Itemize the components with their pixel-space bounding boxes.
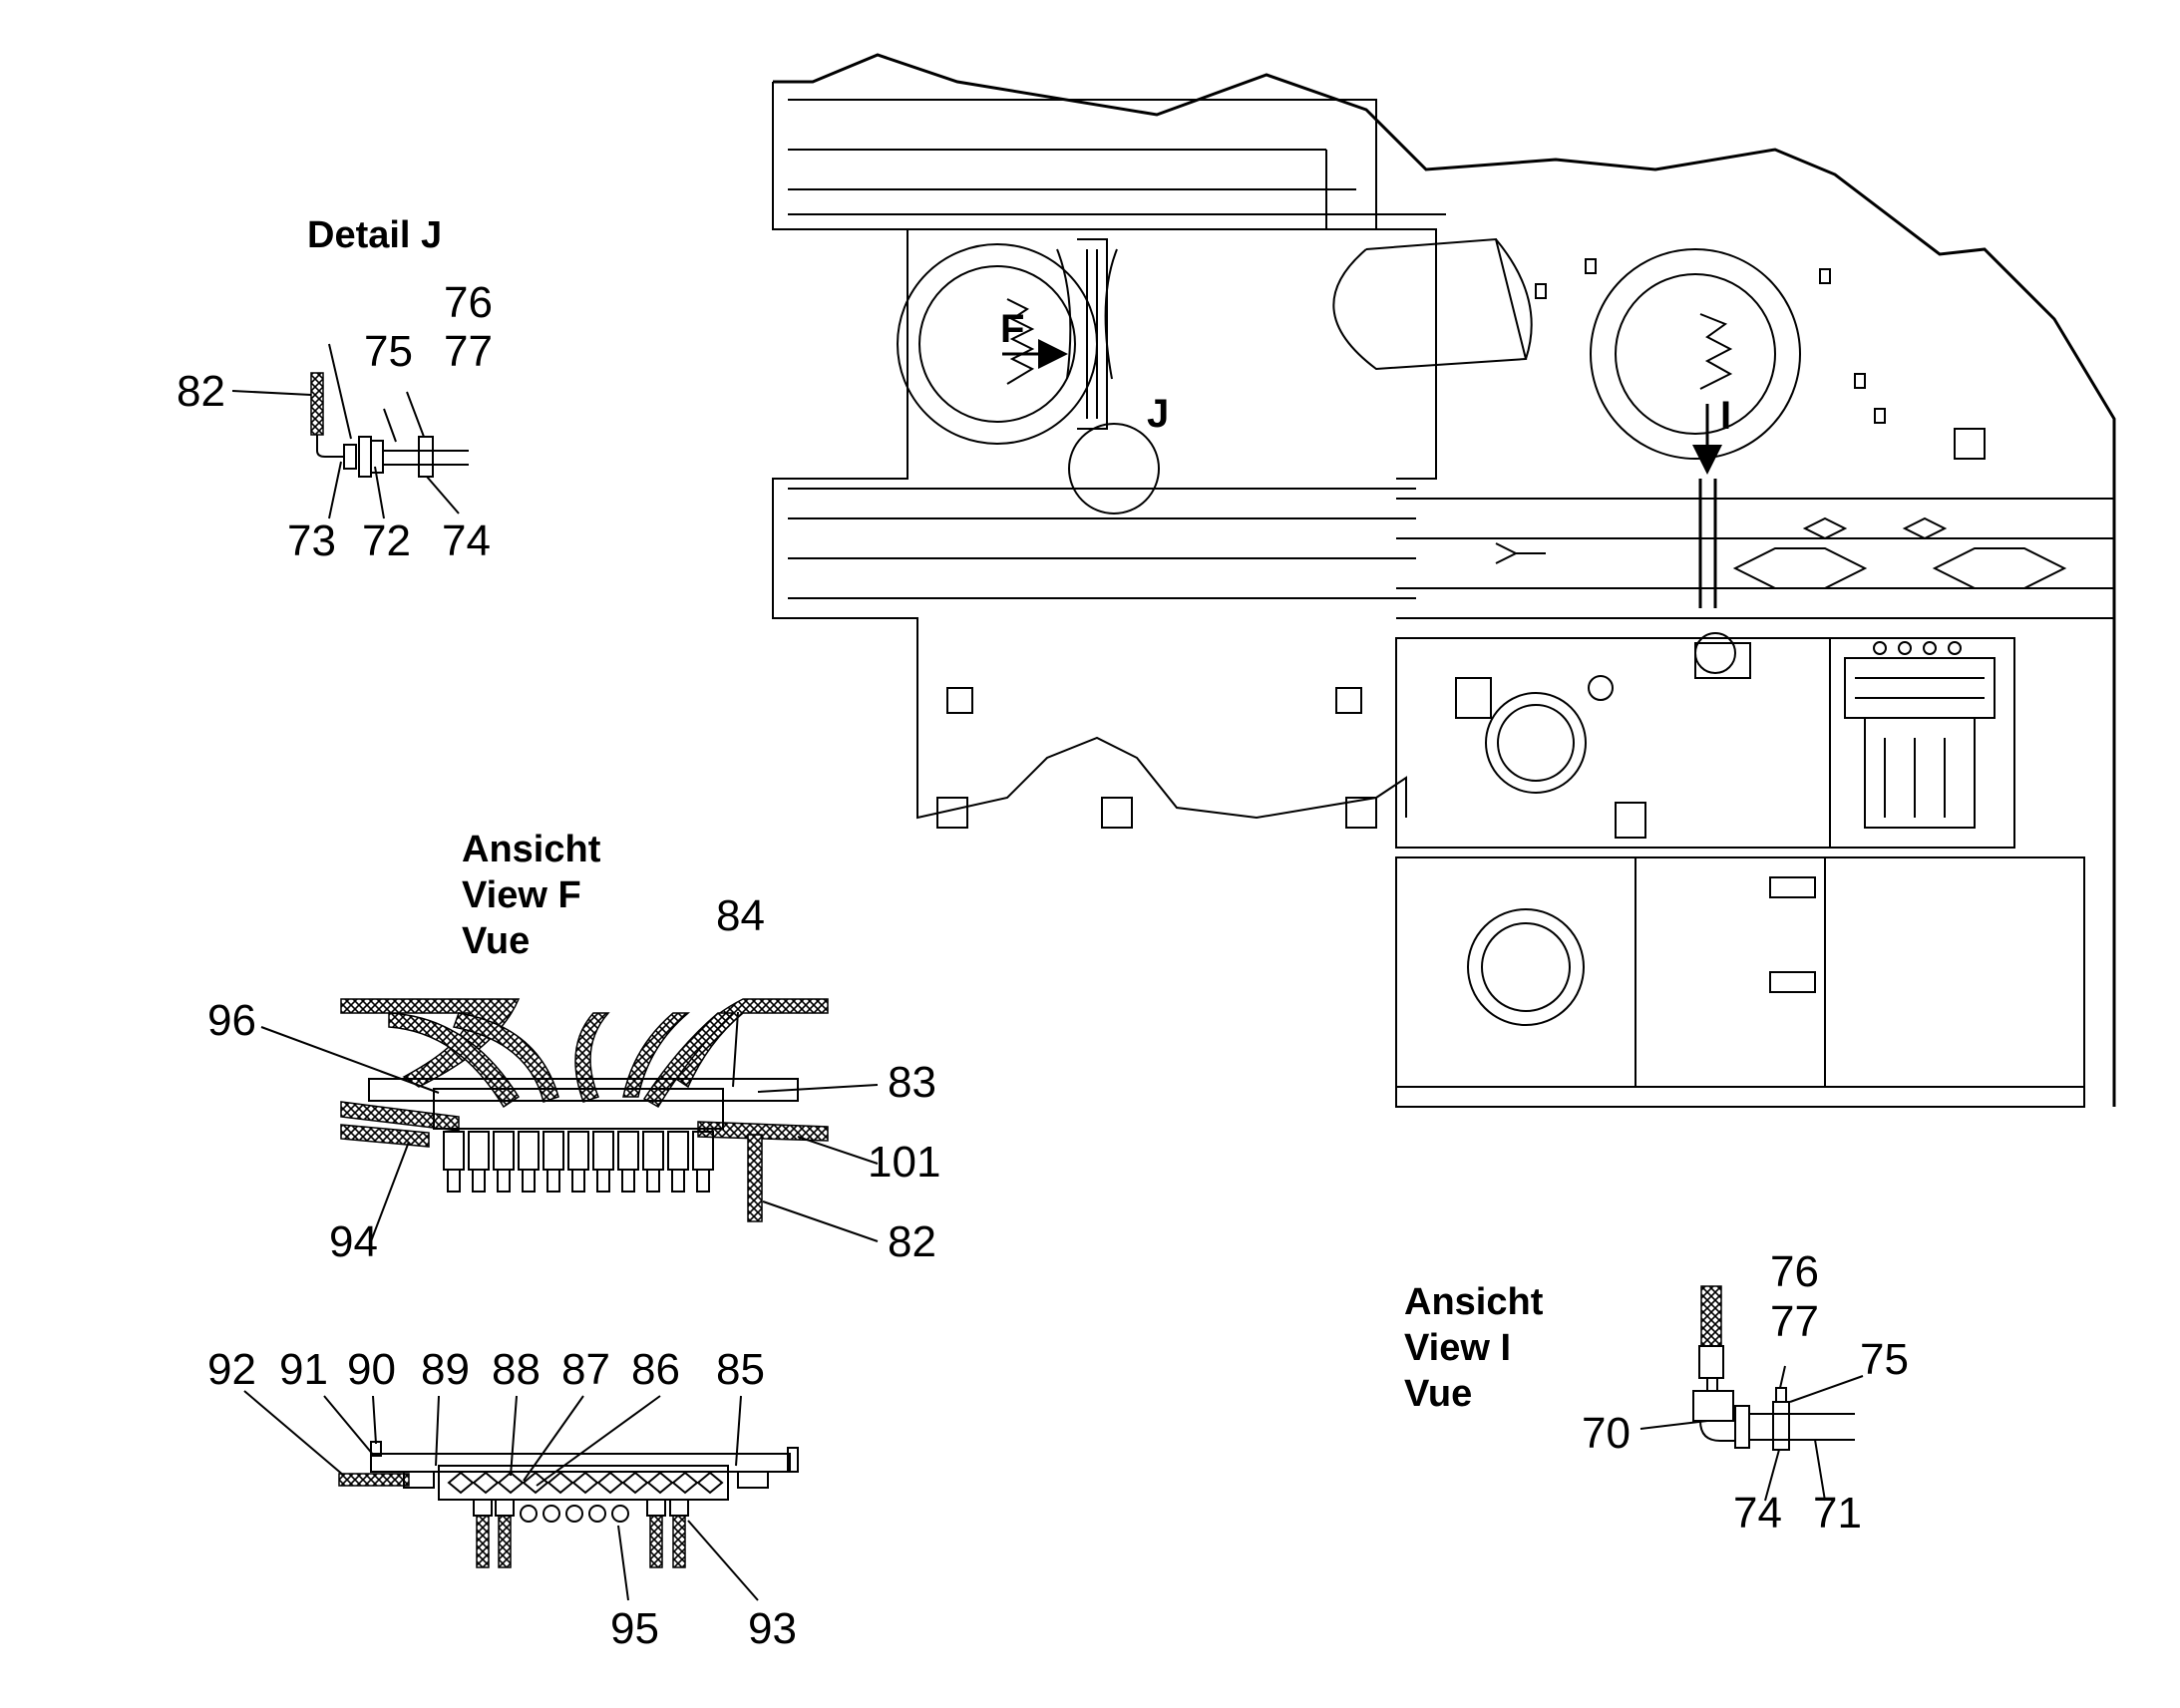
label-85: 85 bbox=[716, 1345, 765, 1394]
label-74: 74 bbox=[442, 516, 491, 565]
label-74: 74 bbox=[1733, 1489, 1782, 1537]
view-f-title-1: Ansicht bbox=[462, 829, 601, 870]
label-76: 76 bbox=[444, 278, 493, 327]
label-82: 82 bbox=[888, 1217, 936, 1266]
label-88: 88 bbox=[492, 1345, 541, 1394]
detail-j-tag: J bbox=[1147, 392, 1169, 436]
label-93: 93 bbox=[748, 1604, 797, 1653]
label-77: 77 bbox=[444, 327, 493, 376]
view-f-tag: F bbox=[1000, 307, 1024, 351]
label-89: 89 bbox=[421, 1345, 470, 1394]
label-84: 84 bbox=[716, 891, 765, 940]
fitting-row bbox=[443, 1131, 714, 1193]
label-95: 95 bbox=[610, 1604, 659, 1653]
label-86: 86 bbox=[631, 1345, 680, 1394]
label-82: 82 bbox=[177, 367, 225, 416]
label-71: 71 bbox=[1813, 1489, 1862, 1537]
pump-unit bbox=[1829, 637, 2015, 849]
label-73: 73 bbox=[287, 516, 336, 565]
label-75: 75 bbox=[1860, 1335, 1909, 1384]
view-i-title-2: View I bbox=[1404, 1327, 1511, 1369]
view-f: Ansicht View F Vue bbox=[207, 829, 940, 1266]
label-83: 83 bbox=[888, 1058, 936, 1107]
main-assembly: F J I bbox=[772, 53, 2116, 1108]
manifold-side-view: 92 91 90 89 88 87 86 85 95 93 bbox=[207, 1345, 799, 1653]
label-96: 96 bbox=[207, 996, 256, 1045]
label-77: 77 bbox=[1770, 1297, 1819, 1346]
detail-j-title: Detail J bbox=[307, 214, 442, 256]
view-i-title-3: Vue bbox=[1404, 1373, 1472, 1415]
view-f-title-3: Vue bbox=[462, 920, 530, 962]
view-i-title-1: Ansicht bbox=[1404, 1281, 1544, 1323]
view-f-title-2: View F bbox=[462, 874, 581, 916]
view-i: Ansicht View I Vue 76 77 75 70 74 71 bbox=[1404, 1247, 1909, 1537]
detail-j: Detail J 76 77 75 82 73 72 74 bbox=[177, 214, 493, 565]
label-87: 87 bbox=[561, 1345, 610, 1394]
label-90: 90 bbox=[347, 1345, 396, 1394]
label-75: 75 bbox=[364, 327, 413, 376]
label-92: 92 bbox=[207, 1345, 256, 1394]
label-94: 94 bbox=[329, 1217, 378, 1266]
label-72: 72 bbox=[362, 516, 411, 565]
label-76: 76 bbox=[1770, 1247, 1819, 1296]
label-70: 70 bbox=[1582, 1409, 1631, 1458]
label-91: 91 bbox=[279, 1345, 328, 1394]
view-i-tag: I bbox=[1720, 394, 1731, 438]
label-101: 101 bbox=[868, 1138, 940, 1187]
